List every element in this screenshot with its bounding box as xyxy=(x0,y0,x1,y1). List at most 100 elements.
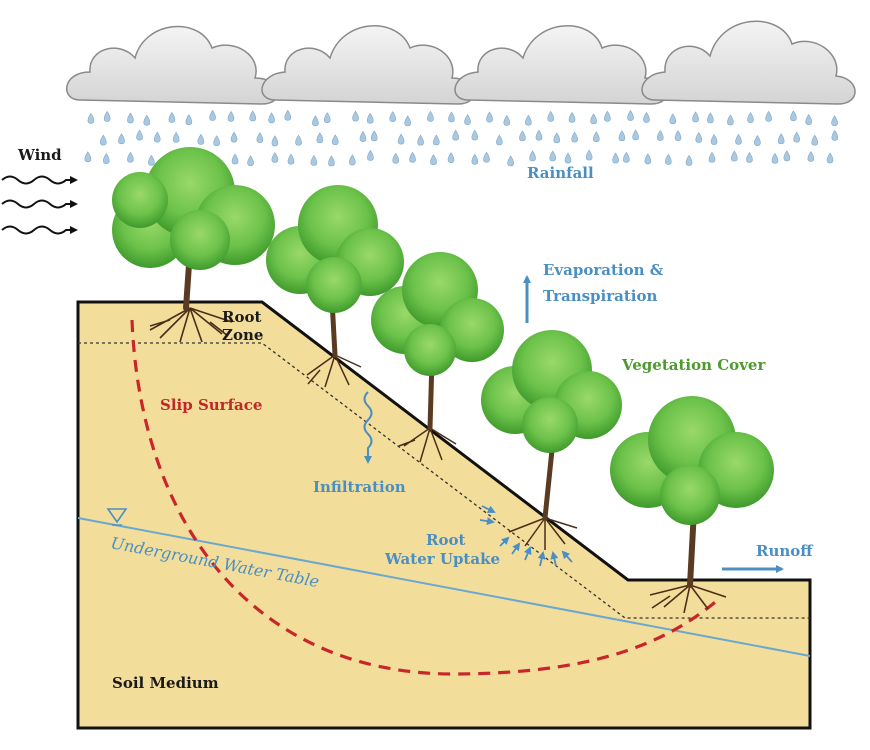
rain-drop xyxy=(118,133,125,145)
rain-drop xyxy=(593,131,600,143)
rain-drop xyxy=(826,152,834,164)
rain-drop xyxy=(783,150,791,162)
root-uptake-arrows xyxy=(479,505,573,567)
rain-drop xyxy=(271,151,279,163)
rain-drop xyxy=(316,132,324,144)
rain-drop xyxy=(366,112,374,124)
wind-arrow xyxy=(1,225,78,235)
tree-roots xyxy=(649,584,727,614)
rain-drop xyxy=(496,134,503,146)
rain-drop xyxy=(692,111,699,123)
rain-drop xyxy=(535,129,543,141)
cloud-group xyxy=(65,20,856,105)
tree-canopy xyxy=(610,396,774,525)
cloud xyxy=(261,25,475,105)
rain-drop xyxy=(127,112,134,124)
rain-drop xyxy=(148,154,155,166)
rain-drop xyxy=(771,152,779,164)
rain-drop xyxy=(727,114,734,126)
tree-canopy xyxy=(371,252,504,376)
rain-drop xyxy=(349,154,356,166)
rain-drop xyxy=(503,115,511,126)
tree xyxy=(481,330,622,550)
rain-drop xyxy=(127,151,134,163)
rain-drop xyxy=(685,154,693,166)
rain-drop xyxy=(674,130,682,141)
rain-drop xyxy=(805,114,813,125)
rain-drop xyxy=(352,110,359,122)
rain-drop xyxy=(271,135,279,147)
rain-drop xyxy=(143,114,151,126)
tree-canopy xyxy=(266,185,404,313)
rain-drop xyxy=(427,110,434,122)
rain-drop xyxy=(765,110,772,122)
cloud xyxy=(454,25,668,105)
tree-roots xyxy=(398,427,457,463)
wind-label: Wind xyxy=(17,146,62,164)
rain-drop xyxy=(392,152,400,164)
rain-drop xyxy=(790,110,797,122)
tree xyxy=(266,185,404,388)
rain-drop xyxy=(747,112,754,123)
tree xyxy=(610,396,774,614)
rain-drop xyxy=(247,155,254,167)
rain-drop xyxy=(409,151,416,163)
wind-arrows xyxy=(1,175,78,235)
rain-drop xyxy=(746,151,753,163)
root-water-uptake-label-line2: Water Uptake xyxy=(384,550,500,568)
rain-drop xyxy=(367,149,374,161)
rain-drop xyxy=(590,113,597,125)
rain-drop xyxy=(571,131,578,143)
rain-drop xyxy=(585,149,593,161)
evaporation-label-line1: Evaporation & xyxy=(543,261,664,279)
rain-drop xyxy=(807,150,815,162)
root-zone-label-line1: Root xyxy=(222,308,261,326)
rain-drop xyxy=(153,131,161,143)
rain-drop xyxy=(430,154,437,165)
rain-drop xyxy=(172,131,180,143)
rain-drop xyxy=(612,152,619,164)
rain-drop xyxy=(507,155,514,167)
rain-drop xyxy=(230,131,238,143)
rain-drop xyxy=(644,153,652,165)
rain-drop xyxy=(209,109,216,121)
rain-drop xyxy=(547,110,555,122)
rain-drop xyxy=(735,133,742,145)
rain-drop xyxy=(310,154,318,166)
rain-drop xyxy=(312,115,319,127)
rain-drop xyxy=(136,129,143,141)
rain-drop xyxy=(632,129,639,141)
tree-canopy xyxy=(481,330,622,453)
tree-roots xyxy=(508,517,578,550)
rain-drop xyxy=(525,114,532,126)
infiltration-label: Infiltration xyxy=(313,478,406,496)
slip-surface-label: Slip Surface xyxy=(160,396,262,414)
rain-drop xyxy=(708,151,716,163)
rain-drop xyxy=(656,129,664,141)
vegetation-cover-label: Vegetation Cover xyxy=(621,356,766,374)
rain-drop xyxy=(793,131,800,143)
rain-drop xyxy=(471,129,479,141)
tree xyxy=(112,147,275,343)
rain-drop xyxy=(256,132,264,143)
root-water-uptake-label-line1: Root xyxy=(426,531,465,549)
rain-drop xyxy=(389,111,397,122)
rain-drop xyxy=(483,151,490,163)
water-table-symbol xyxy=(106,508,128,524)
rain-drop xyxy=(99,134,107,146)
infiltration-arrow xyxy=(363,391,373,464)
rain-drop xyxy=(359,131,367,142)
rain-drop xyxy=(731,150,738,162)
rain-drop xyxy=(404,115,412,127)
root-zone-boundary xyxy=(78,342,810,619)
rain-drop xyxy=(452,129,459,141)
evaporation-label-line2: Transpiration xyxy=(543,287,657,305)
rain-drop xyxy=(103,110,111,122)
rain-drop xyxy=(213,135,220,147)
rain-drop xyxy=(287,153,295,165)
rain-drop xyxy=(831,115,838,127)
rain-drop xyxy=(268,112,275,124)
runoff-label: Runoff xyxy=(756,542,814,560)
rain-drop xyxy=(519,130,526,142)
